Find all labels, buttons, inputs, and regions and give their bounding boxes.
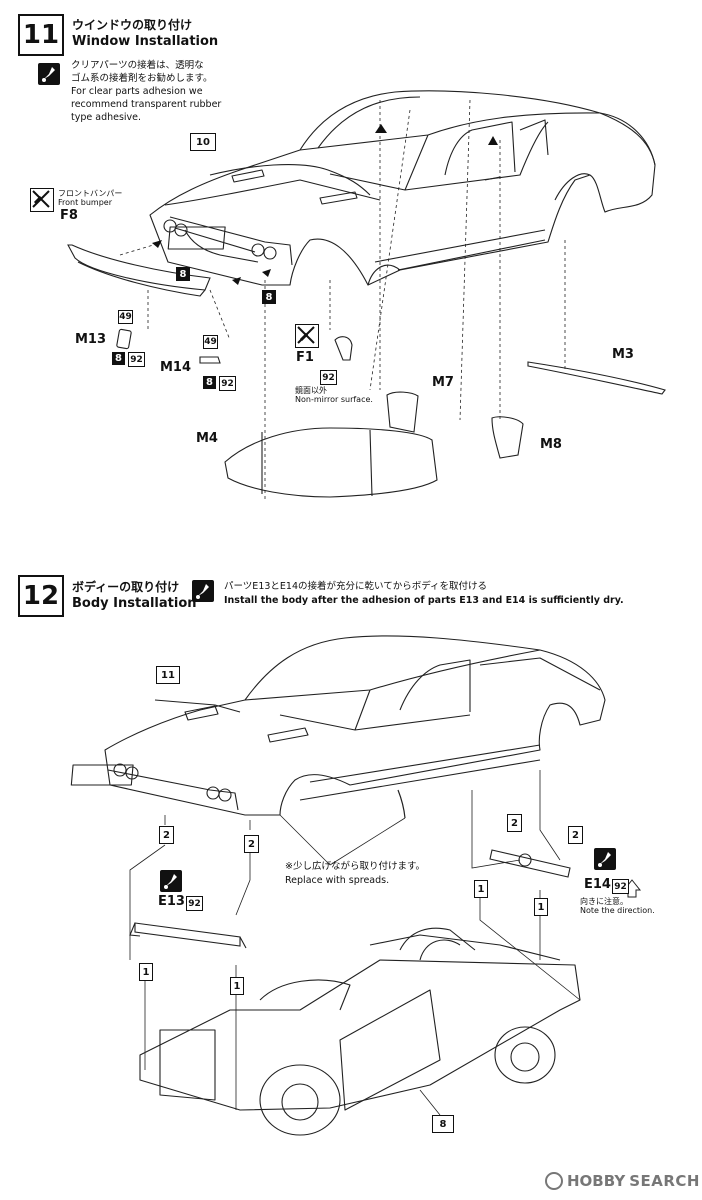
step12-note-jp: パーツE13とE14の接着が充分に乾いてからボディを取付ける bbox=[224, 581, 488, 592]
callout-part-11: 11 bbox=[156, 666, 180, 684]
car-body-step12 bbox=[70, 635, 606, 816]
step12-title-jp: ボディーの取り付け bbox=[72, 580, 180, 594]
step12-note-en: Install the body after the adhesion of p… bbox=[224, 595, 624, 606]
chassis-step12 bbox=[139, 927, 581, 1136]
spread-note-jp: ※少し広げながら取り付けます。 bbox=[285, 861, 426, 872]
step-ref-1b: 1 bbox=[534, 898, 548, 916]
step-title-en: Window Installation bbox=[72, 34, 219, 49]
part-label-m8: M8 bbox=[540, 437, 562, 452]
part-label-m14: M14 bbox=[160, 360, 192, 375]
part-label-e14: E14 bbox=[584, 877, 611, 892]
glue-icon-step12 bbox=[192, 580, 214, 602]
glue-icon bbox=[38, 63, 60, 85]
color-box-8b: 8 bbox=[262, 290, 276, 304]
f1-note-en: Non-mirror surface. bbox=[295, 395, 373, 404]
step-title-jp: ウインドウの取り付け bbox=[72, 18, 193, 32]
part-label-m4: M4 bbox=[196, 431, 218, 446]
callout-part-10: 10 bbox=[190, 133, 216, 151]
m14-color-92: 92 bbox=[219, 376, 236, 391]
part-label-m3: M3 bbox=[612, 347, 634, 362]
step-ref-1a: 1 bbox=[474, 880, 488, 898]
step-ref-2a: 2 bbox=[159, 826, 174, 844]
e14-color-92: 92 bbox=[612, 879, 629, 894]
step-ref-2b: 2 bbox=[244, 835, 259, 853]
f1-note-jp: 鏡面以外 bbox=[295, 386, 327, 395]
step-ref-1c: 1 bbox=[139, 963, 153, 981]
e14-part bbox=[489, 849, 571, 878]
bumper-assembly-icon bbox=[30, 188, 54, 212]
m14-color-8: 8 bbox=[203, 376, 216, 389]
watermark: HOBBY SEARCH bbox=[545, 1172, 700, 1190]
e13-part bbox=[129, 922, 247, 949]
part-label-m7: M7 bbox=[432, 375, 454, 390]
direction-note-en: Note the direction. bbox=[580, 906, 655, 915]
step-number-12: 12 bbox=[18, 575, 64, 617]
car-body-step11 bbox=[149, 90, 656, 286]
watermark-logo-icon bbox=[545, 1172, 563, 1190]
step12-title-en: Body Installation bbox=[72, 596, 197, 611]
direction-note-jp: 向きに注意。 bbox=[580, 897, 628, 906]
glue-note-en-3: type adhesive. bbox=[71, 112, 142, 123]
front-bumper-part bbox=[67, 244, 211, 297]
front-bumper-jp: フロントバンパー bbox=[58, 189, 123, 198]
glue-icon-e13 bbox=[160, 870, 182, 892]
m13-color-92: 92 bbox=[128, 352, 145, 367]
m13-color-49: 49 bbox=[118, 310, 133, 324]
m14-color-49: 49 bbox=[203, 335, 218, 349]
watermark-search: SEARCH bbox=[629, 1172, 700, 1190]
part-label-f8: F8 bbox=[60, 208, 78, 223]
glue-note-en-1: For clear parts adhesion we bbox=[71, 86, 203, 97]
glue-note-jp-1: クリアパーツの接着は、透明な bbox=[71, 60, 204, 71]
f1-color-92: 92 bbox=[320, 370, 337, 385]
part-label-f1: F1 bbox=[296, 350, 314, 365]
watermark-brand: HOBBY bbox=[567, 1172, 626, 1190]
m13-color-8: 8 bbox=[112, 352, 125, 365]
color-box-8a: 8 bbox=[176, 267, 190, 281]
front-bumper-en: Front bumper bbox=[58, 198, 113, 207]
part-label-e13: E13 bbox=[158, 894, 185, 909]
step-number-11: 11 bbox=[18, 14, 64, 56]
glue-note-en-2: recommend transparent rubber bbox=[71, 99, 222, 110]
glue-icon-e14 bbox=[594, 848, 616, 870]
callout-part-8: 8 bbox=[432, 1115, 454, 1133]
mirror-assembly-icon bbox=[295, 324, 319, 348]
glue-note-jp-2: ゴム系の接着剤をお勧めします。 bbox=[71, 73, 213, 84]
e13-color-92: 92 bbox=[186, 896, 203, 911]
step-ref-1d: 1 bbox=[230, 977, 244, 995]
step-ref-2d: 2 bbox=[568, 826, 583, 844]
part-label-m13: M13 bbox=[75, 332, 107, 347]
spread-note-en: Replace with spreads. bbox=[285, 875, 390, 886]
glue-note: クリアパーツの接着は、透明な ゴム系の接着剤をお勧めします。 For clear… bbox=[71, 59, 221, 124]
step-ref-2c: 2 bbox=[507, 814, 522, 832]
